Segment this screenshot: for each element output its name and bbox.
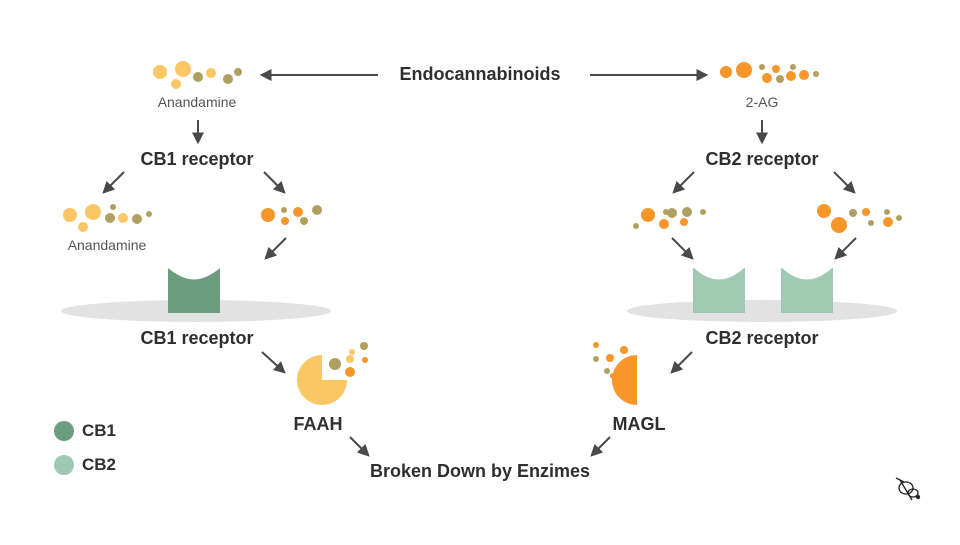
anandamine-molecules-top xyxy=(153,61,242,89)
bee-logo-icon xyxy=(895,477,921,501)
endocannabinoids-label: Endocannabinoids xyxy=(399,64,561,84)
cb2-receptor-notch-left xyxy=(693,267,745,280)
arrow-cb2-left xyxy=(672,171,695,194)
arrow-to-cb1-receptor xyxy=(264,237,287,260)
cb1-receptor-shape xyxy=(168,268,220,313)
legend-cb2-swatch xyxy=(54,455,74,475)
magl-label: MAGL xyxy=(612,414,666,434)
legend-cb2-label: CB2 xyxy=(82,455,117,474)
anandamine-left-label: Anandamine xyxy=(67,237,147,253)
arrow-cb1-left xyxy=(102,171,125,194)
broken-down-label: Broken Down by Enzimes xyxy=(369,461,591,481)
arrow-to-cb2-receptor-right xyxy=(834,237,857,260)
cb2-receptor-shape-left xyxy=(693,268,745,313)
cb2-molecules-right xyxy=(817,204,902,233)
arrow-cb1-right xyxy=(263,171,286,194)
magl-molecules xyxy=(593,342,633,379)
arrow-cb2-to-magl xyxy=(670,351,693,374)
cb2-receptor-bottom-label: CB2 receptor xyxy=(705,328,819,348)
arrow-magl-to-broken xyxy=(590,436,611,457)
cb1-receptor-top-label: CB1 receptor xyxy=(140,149,254,169)
faah-label: FAAH xyxy=(293,414,343,434)
anandamine-molecules-left xyxy=(63,204,152,232)
arrow-to-cb2-receptor-left xyxy=(671,237,694,260)
cb2-receptor-notch-right xyxy=(781,267,833,280)
cb1-bound-molecules xyxy=(261,205,322,225)
cb2-receptor-shape-right xyxy=(781,268,833,313)
faah-molecules xyxy=(329,342,368,377)
cb2-receptor-top-label: CB2 receptor xyxy=(705,149,819,169)
2ag-molecules-top xyxy=(720,62,819,83)
2ag-label: 2-AG xyxy=(745,94,779,110)
legend-cb1-swatch xyxy=(54,421,74,441)
faah-enzyme-shape xyxy=(297,355,347,405)
anandamine-top-label: Anandamine xyxy=(157,94,237,110)
arrow-faah-to-broken xyxy=(349,436,370,457)
cb1-receptor-notch xyxy=(168,267,220,280)
cb1-receptor-bottom-label: CB1 receptor xyxy=(140,328,254,348)
arrow-cb1-to-faah xyxy=(261,351,286,374)
cb2-molecules-left xyxy=(633,207,706,229)
legend-cb1-label: CB1 xyxy=(82,421,117,440)
arrow-cb2-right xyxy=(833,171,856,194)
cb2-membrane xyxy=(627,300,897,322)
